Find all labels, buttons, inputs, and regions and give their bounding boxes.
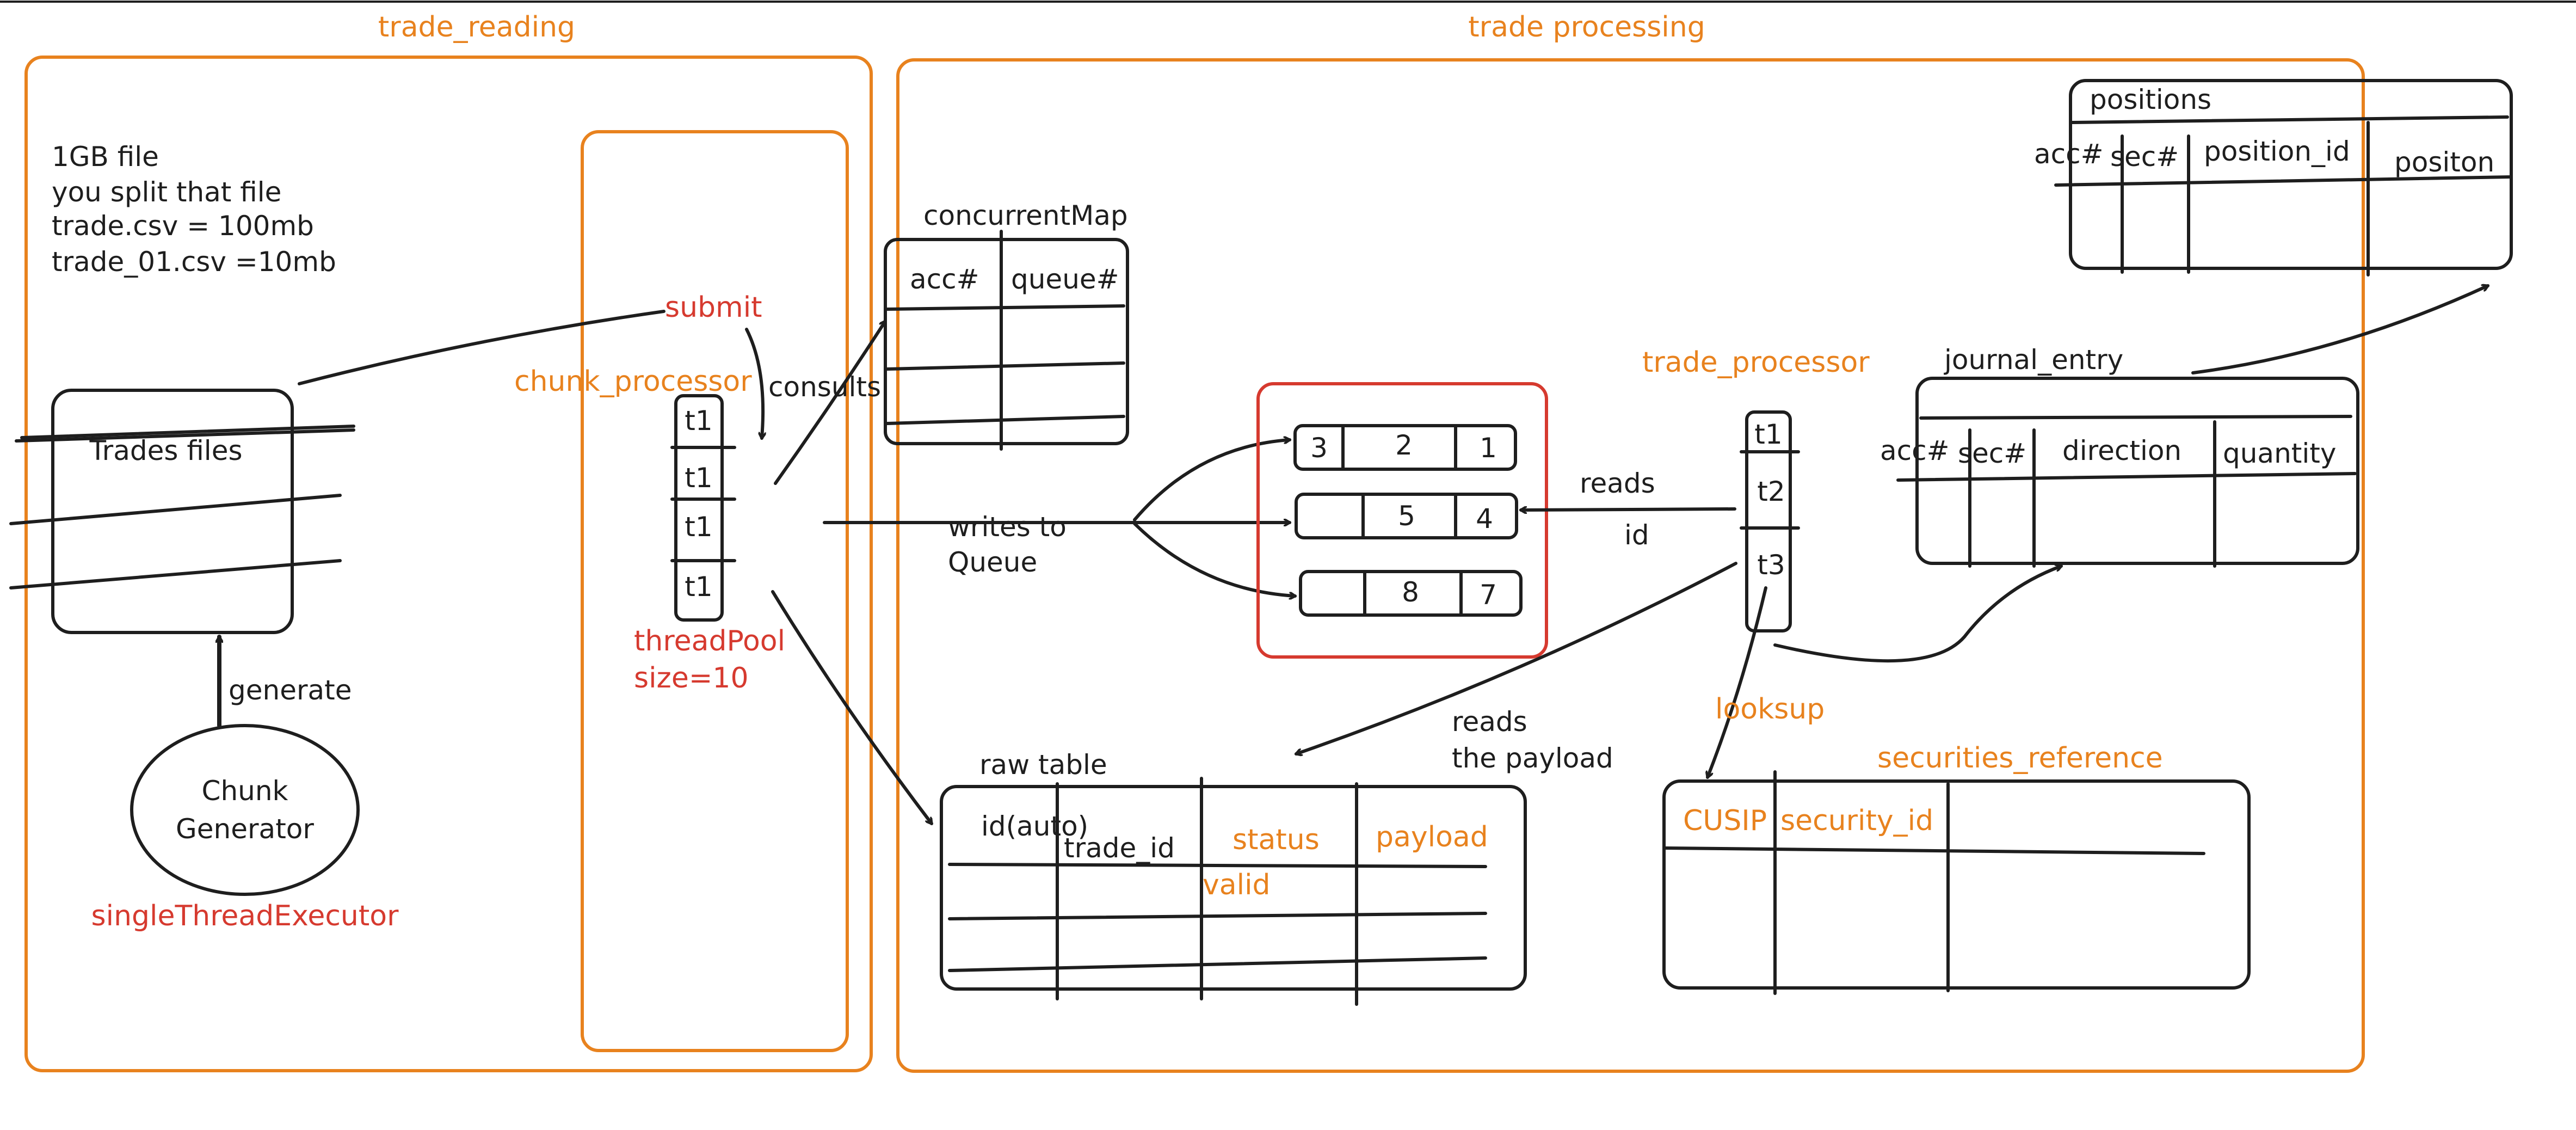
securities-reference-title: securities_reference: [1877, 742, 2163, 775]
journal-header: sec#: [1958, 438, 2026, 469]
consults-label: consults: [768, 371, 881, 403]
queue-label: Queue: [948, 546, 1037, 578]
chunk-processor-title: chunk_processor: [514, 365, 752, 398]
id-label: id: [1624, 519, 1649, 551]
chunk-generator-label: Generator: [176, 813, 314, 845]
journal-header: acc#: [1880, 435, 1950, 466]
positions-header: sec#: [2110, 141, 2179, 173]
single-thread-executor-label: singleThreadExecutor: [91, 900, 399, 932]
write-queue-arrow-top: [1133, 440, 1290, 521]
queue-cell: 1: [1480, 432, 1497, 464]
queue-cell: 3: [1310, 432, 1328, 464]
securities-header: CUSIP: [1683, 804, 1767, 837]
map-header: acc#: [910, 263, 979, 295]
submit-label: submit: [665, 291, 762, 324]
reads-payload-label: the payload: [1452, 742, 1613, 774]
journal-entry-title: journal_entry: [1944, 344, 2123, 376]
trade-processing-frame: [896, 58, 2365, 1073]
journal-header: quantity: [2223, 438, 2336, 469]
raw-table-header: trade_id: [1064, 832, 1175, 864]
trades-files-label: Trades files: [89, 435, 242, 466]
trade-reading-frame: [24, 56, 873, 1072]
raw-table-title: raw table: [979, 749, 1107, 781]
thread-label: t3: [1757, 549, 1785, 581]
trades-files-box: Trades files: [9, 389, 355, 634]
raw-table-header: payload: [1376, 821, 1488, 853]
write-queue-arrow-bottom: [1133, 522, 1295, 596]
concurrent-map-table: acc# queue#: [884, 230, 1129, 451]
securities-reference-table: CUSIP security_id: [1662, 770, 2251, 995]
reads-id-arrow: [1521, 509, 1736, 510]
thread-label: t1: [685, 511, 712, 543]
trade-processor-threads: t1 t2 t3: [1740, 410, 1800, 632]
chunk-generator-label: Chunk: [202, 775, 288, 807]
note-line: 1GB file: [52, 141, 159, 173]
queue-3: 8 7: [1299, 570, 1523, 617]
chunk-generator-node: Chunk Generator: [130, 724, 360, 896]
trade-processing-title: trade processing: [1468, 11, 1705, 44]
reads-label: reads: [1580, 468, 1655, 499]
thread-label: t2: [1757, 476, 1785, 507]
journal-header: direction: [2062, 435, 2181, 466]
status-value: valid: [1203, 869, 1271, 901]
queue-1: 3 2 1: [1293, 424, 1517, 471]
thread-label: t1: [685, 571, 712, 603]
concurrent-map-title: concurrentMap: [923, 200, 1128, 231]
securities-header: security_id: [1780, 804, 1933, 837]
queue-2: 5 4: [1295, 493, 1518, 539]
queues-frame: [1256, 382, 1548, 659]
trade-processor-title: trade_processor: [1642, 346, 1870, 379]
note-line: you split that file: [52, 176, 281, 208]
note-line: trade_01.csv =10mb: [52, 246, 336, 278]
journal-entry-table: acc# sec# direction quantity: [1880, 377, 2359, 568]
raw-table: id(auto) trade_id status payload valid: [940, 777, 1527, 1006]
raw-table-header: status: [1232, 824, 1320, 856]
thread-label: t1: [1754, 419, 1782, 450]
chunk-processor-frame: [581, 130, 849, 1052]
file-notes: 1GB file you split that file trade.csv =…: [52, 141, 336, 278]
positions-header: acc#: [2034, 138, 2104, 170]
thread-label: t1: [685, 462, 712, 494]
consults-arrow: [774, 321, 887, 485]
submit-arrow: [745, 328, 763, 438]
positions-arrow: [2191, 286, 2488, 374]
reads-payload-label: reads: [1452, 706, 1527, 738]
chunk-processor-threads: t1 t1 t1 t1: [670, 394, 736, 622]
generate-label: generate: [229, 674, 352, 706]
thread-pool-size-label: size=10: [634, 662, 749, 695]
queue-cell: 4: [1476, 503, 1493, 535]
thread-label: t1: [685, 405, 712, 437]
journal-arrow: [1773, 566, 2061, 663]
queue-cell: 8: [1402, 576, 1419, 608]
positions-table: acc# sec# position_id positon: [2034, 79, 2513, 277]
raw-table-header: id(auto): [981, 810, 1088, 842]
thread-pool-label: threadPool: [634, 625, 785, 658]
queue-cell: 2: [1395, 429, 1413, 461]
positions-title: positions: [2090, 84, 2211, 115]
lookup-label: looksup: [1715, 693, 1825, 726]
map-header: queue#: [1011, 263, 1119, 295]
insert-raw-arrow: [771, 590, 932, 824]
positions-header: positon: [2394, 146, 2494, 178]
positions-header: position_id: [2204, 136, 2350, 167]
writes-to-label: writes to: [948, 511, 1067, 543]
queue-cell: 5: [1398, 500, 1415, 532]
reads-payload-arrow: [1296, 562, 1737, 754]
trade-reading-title: trade_reading: [378, 11, 575, 44]
lookup-arrow: [1708, 586, 1767, 777]
submit-line: [298, 310, 665, 385]
note-line: trade.csv = 100mb: [52, 210, 314, 242]
queue-cell: 7: [1480, 579, 1497, 611]
